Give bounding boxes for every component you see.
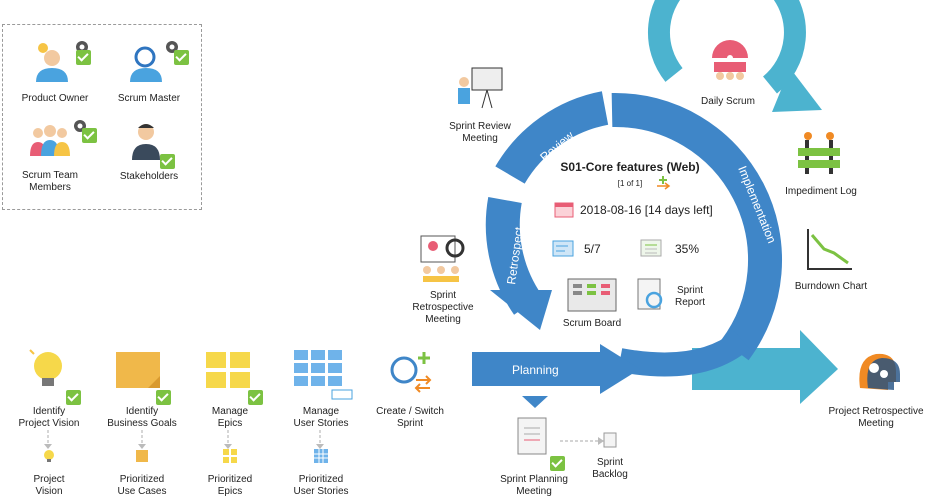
- pipeline-action-label: Identify Business Goals: [107, 406, 177, 429]
- create-sprint-icon: [390, 352, 432, 393]
- sprint-retro-item[interactable]: Sprint Retrospective Meeting: [398, 230, 488, 325]
- identify-business-goals-item[interactable]: Identify Business Goals: [100, 346, 184, 431]
- sprint-report-button[interactable]: Sprint Report: [636, 278, 716, 318]
- check-icon: [76, 50, 91, 65]
- roles-panel: [2, 24, 202, 210]
- prioritized-epics-output[interactable]: Prioritized Epics: [196, 448, 264, 497]
- check-icon: [156, 390, 171, 405]
- implementation-segment: [611, 92, 782, 361]
- project-retro-item[interactable]: Project Retrospective Meeting: [828, 348, 924, 430]
- progress-icon: [640, 239, 662, 257]
- scrum-board-icon: [567, 278, 617, 312]
- sprint-review-label: Sprint Review Meeting: [449, 121, 511, 144]
- check-icon: [160, 154, 175, 169]
- sprint-retro-label: Sprint Retrospective Meeting: [412, 290, 474, 325]
- impediment-log-label: Impediment Log: [785, 186, 857, 197]
- burndown-icon: [807, 229, 852, 270]
- sprint-dates: 2018-08-16 [14 days left]: [580, 203, 713, 217]
- project-vision-output[interactable]: Project Vision: [22, 448, 76, 497]
- check-icon: [174, 50, 189, 65]
- sprint-backlog-label: Sprint Backlog: [592, 457, 628, 480]
- check-icon: [550, 456, 565, 471]
- pipeline-action-label: Manage Epics: [211, 406, 249, 429]
- manage-epics-item[interactable]: Manage Epics: [196, 346, 264, 431]
- tasks-count: 5/7: [584, 242, 601, 256]
- role-label: Scrum Team Members: [22, 170, 78, 193]
- daily-scrum-loop: [647, 0, 806, 94]
- planning-arrowhead: [600, 344, 640, 394]
- scrum-team-item[interactable]: Scrum Team Members: [10, 118, 100, 198]
- pipeline-action-label: Identify Project Vision: [18, 406, 80, 429]
- progress-percent: 35%: [675, 242, 700, 256]
- retrospect-arrowhead: [490, 290, 552, 330]
- sprint-backlog-icon: [603, 432, 617, 448]
- stakeholder-icon: [132, 124, 160, 160]
- user-stories-icon: [294, 350, 353, 400]
- prioritized-user-stories-output[interactable]: Prioritized User Stories: [284, 448, 358, 497]
- role-label: Stakeholders: [119, 171, 179, 182]
- planning-arrow-body: [472, 352, 612, 386]
- project-retro-icon: [859, 353, 900, 390]
- planning-label: Planning: [512, 363, 559, 377]
- sticky-note-icon: [116, 352, 160, 388]
- implementation-bottom: [617, 330, 750, 377]
- epics-small-icon: [223, 449, 237, 463]
- sprint-title[interactable]: S01-Core features (Web): [560, 160, 700, 174]
- role-label: Scrum Master: [117, 93, 181, 104]
- switch-sprint-icon[interactable]: [655, 176, 671, 190]
- sprint-review-item[interactable]: Sprint Review Meeting: [440, 66, 520, 146]
- pipeline-action-label: Create / Switch Sprint: [376, 406, 444, 429]
- prioritized-use-cases-output[interactable]: Prioritized Use Cases: [106, 448, 178, 497]
- pipeline-output-label: Project Vision: [33, 474, 65, 497]
- pipeline-action-label: Manage User Stories: [293, 406, 349, 429]
- sprint-backlog-item[interactable]: Sprint Backlog: [588, 432, 632, 482]
- sprint-planning-item[interactable]: Sprint Planning Meeting: [494, 414, 574, 497]
- identify-project-vision-item[interactable]: Identify Project Vision: [12, 346, 86, 431]
- impediment-log-item[interactable]: Impediment Log: [780, 130, 862, 200]
- user-stories-small-icon: [314, 449, 328, 463]
- daily-scrum-label: Daily Scrum: [701, 96, 755, 107]
- calendar-icon: [554, 202, 574, 218]
- team-members-icon: [30, 120, 86, 156]
- tasks-icon: [552, 240, 574, 257]
- product-owner-item[interactable]: Product Owner: [10, 40, 100, 110]
- sprint-pager: [1 of 1]: [617, 179, 643, 188]
- sprint-planning-label: Sprint Planning Meeting: [500, 474, 568, 497]
- review-board-icon: [458, 67, 503, 109]
- lightbulb-icon: [29, 349, 62, 386]
- sprint-report-icon: [637, 278, 663, 310]
- check-icon: [82, 128, 97, 143]
- manage-user-stories-item[interactable]: Manage User Stories: [284, 346, 358, 431]
- barrier-icon: [798, 132, 840, 174]
- planning-down-arrow: [522, 396, 548, 408]
- pipeline-output-label: Prioritized User Stories: [293, 474, 349, 497]
- create-switch-sprint-item[interactable]: Create / Switch Sprint: [370, 346, 450, 431]
- retro-meeting-icon: [420, 235, 465, 282]
- project-retro-label: Project Retrospective Meeting: [828, 406, 924, 429]
- use-case-small-icon: [136, 450, 148, 462]
- check-icon: [248, 390, 263, 405]
- sprint-report-label: Sprint Report: [674, 285, 705, 308]
- planning-meeting-icon: [517, 417, 547, 455]
- stakeholders-item[interactable]: Stakeholders: [104, 118, 194, 188]
- review-segment: [495, 91, 609, 184]
- daily-scrum-arrowhead: [772, 68, 822, 112]
- pipeline-output-label: Prioritized Use Cases: [117, 474, 167, 497]
- scrum-board-label: Scrum Board: [562, 318, 622, 329]
- lightbulb-small-icon: [44, 450, 54, 462]
- pipeline-output-label: Prioritized Epics: [207, 474, 253, 497]
- daily-scrum-icon: [712, 40, 748, 80]
- role-label: Product Owner: [21, 93, 89, 104]
- product-owner-icon: [36, 41, 88, 82]
- burndown-label: Burndown Chart: [794, 281, 868, 292]
- burndown-chart-item[interactable]: Burndown Chart: [790, 225, 872, 297]
- daily-scrum-item[interactable]: Daily Scrum: [690, 38, 770, 108]
- check-icon: [66, 390, 81, 405]
- scrum-master-item[interactable]: Scrum Master: [104, 40, 194, 110]
- epics-icon: [206, 352, 250, 388]
- scrum-board-button[interactable]: Scrum Board: [556, 278, 628, 330]
- project-retro-arrowhead: [800, 330, 838, 404]
